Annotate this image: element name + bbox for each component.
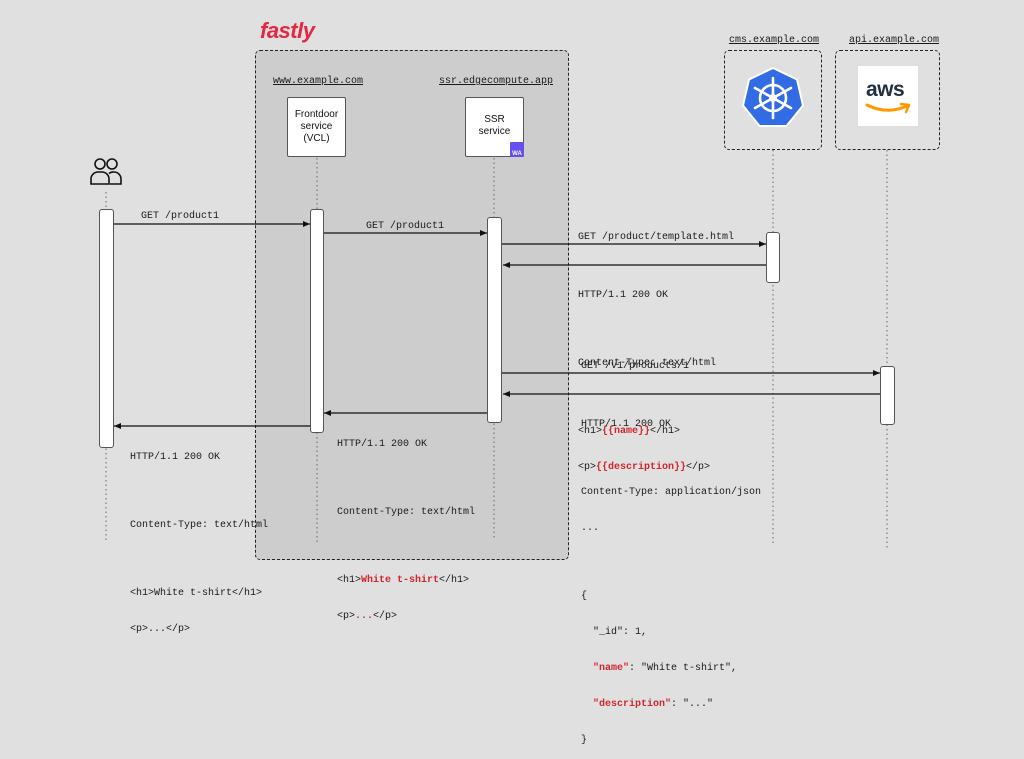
ssr-response-content-type: Content-Type: text/html	[337, 507, 476, 518]
api-response-name: "name": "White t-shirt",	[593, 663, 738, 674]
msg-ssr-to-cms: GET /product/template.html	[578, 232, 735, 243]
msg-user-to-frontdoor: GET /product1	[141, 211, 220, 222]
api-response-open: {	[581, 591, 588, 602]
api-host-label: api.example.com	[849, 35, 940, 46]
api-response-ellipsis: ...	[581, 523, 600, 534]
api-response-close: }	[581, 735, 588, 746]
frontdoor-response-line: <p>...</p>	[130, 624, 191, 635]
api-response: HTTP/1.1 200 OK Content-Type: applicatio…	[581, 395, 761, 759]
aws-logo-text: aws	[866, 78, 905, 101]
activation-ssr	[487, 217, 502, 423]
cms-host-label: cms.example.com	[729, 35, 820, 46]
api-response-content-type: Content-Type: application/json	[581, 487, 762, 498]
cms-response-content-type: Content-Type: text/html	[578, 358, 717, 369]
activation-cms	[766, 232, 780, 283]
activation-api	[880, 366, 895, 425]
frontdoor-response-status: HTTP/1.1 200 OK	[130, 452, 221, 463]
frontdoor-label-line: service	[300, 121, 333, 132]
frontdoor-response: HTTP/1.1 200 OK Content-Type: text/html …	[130, 428, 268, 648]
cms-response-status: HTTP/1.1 200 OK	[578, 290, 669, 301]
ssr-response-status: HTTP/1.1 200 OK	[337, 439, 428, 450]
frontdoor-label-line: Frontdoor	[294, 109, 339, 120]
ssr-service-box: SSR service	[465, 97, 524, 157]
frontdoor-host-label: www.example.com	[273, 76, 364, 87]
api-box	[835, 50, 940, 150]
webassembly-icon: WA	[510, 142, 524, 157]
activation-frontdoor	[310, 209, 324, 433]
fastly-logo: fastly	[260, 18, 315, 43]
cms-response-line: <h1>{{name}}</h1>	[578, 426, 681, 437]
ssr-label-line: SSR	[484, 114, 505, 125]
users-icon	[90, 158, 122, 185]
api-response-status: HTTP/1.1 200 OK	[581, 419, 672, 430]
activation-user	[99, 209, 114, 448]
msg-frontdoor-to-ssr: GET /product1	[366, 221, 445, 232]
ssr-response: HTTP/1.1 200 OK Content-Type: text/html …	[337, 415, 475, 635]
api-response-desc: "description": "..."	[593, 699, 714, 710]
msg-ssr-to-api: GET /v1/products/1	[581, 361, 690, 372]
frontdoor-response-line: <h1>White t-shirt</h1>	[130, 588, 263, 599]
ssr-response-line: <h1>White t-shirt</h1>	[337, 575, 470, 586]
kubernetes-icon	[741, 66, 805, 127]
cms-response-line: <p>{{description}}</p>	[578, 462, 711, 473]
api-response-id: "_id": 1,	[581, 627, 648, 638]
ssr-response-line: <p>...</p>	[337, 611, 398, 622]
cms-response: HTTP/1.1 200 OK Content-Type: text/html …	[578, 266, 716, 486]
aws-smile-icon	[865, 102, 911, 114]
ssr-host-label: ssr.edgecompute.app	[439, 76, 554, 87]
ssr-label-line: service	[478, 126, 511, 137]
cms-box	[724, 50, 822, 150]
frontdoor-response-content-type: Content-Type: text/html	[130, 520, 269, 531]
frontdoor-label-line: (VCL)	[303, 133, 330, 144]
frontdoor-service-box: Frontdoor service (VCL)	[287, 97, 346, 157]
aws-icon: aws	[858, 66, 918, 126]
